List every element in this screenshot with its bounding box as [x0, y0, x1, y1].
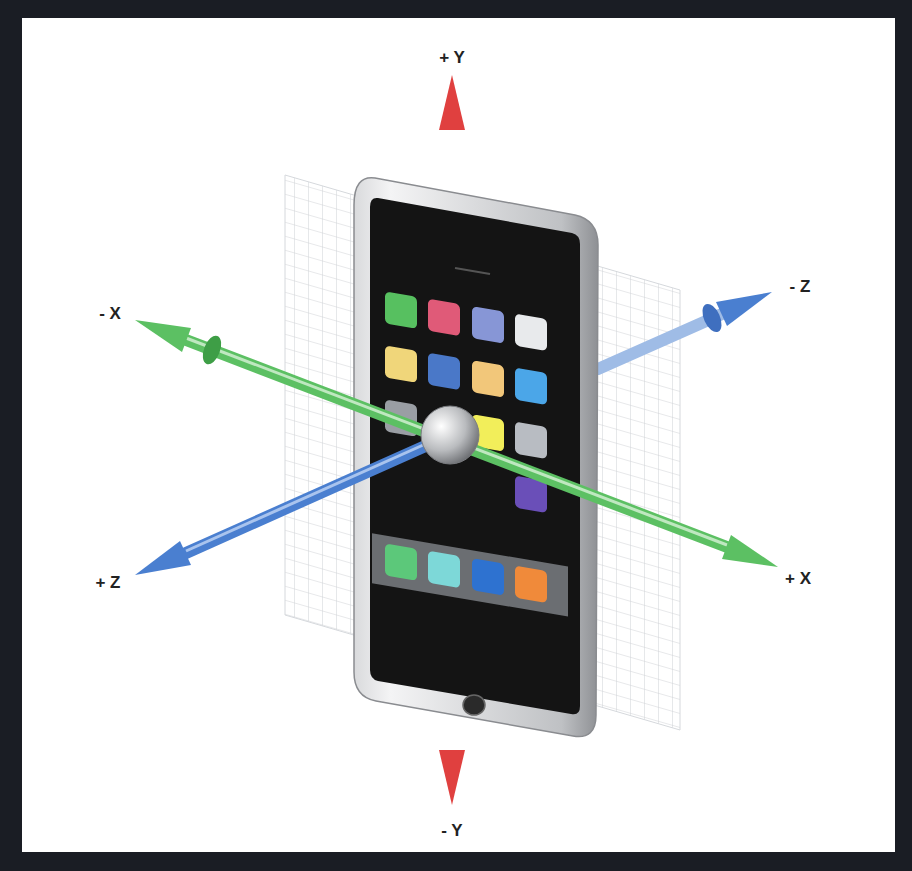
z-axis-head: [135, 541, 191, 575]
y-axis-head: [439, 75, 465, 130]
speaker-slit: [455, 268, 490, 274]
z-axis-shaft: [186, 435, 450, 553]
z-axis-head: [716, 292, 772, 326]
axis-label: + Y: [439, 49, 465, 66]
axis-label: + Z: [95, 574, 120, 591]
origin-sphere: [421, 406, 479, 464]
x-axis-collar: [199, 333, 225, 367]
z-axis-shaft: [598, 314, 722, 369]
y-axis-head: [439, 750, 465, 805]
x-axis-head: [722, 535, 778, 567]
axis-label: - Y: [441, 822, 462, 839]
axis-label: + X: [785, 570, 811, 587]
axis-label: - X: [99, 305, 121, 322]
x-axis-head: [135, 320, 191, 352]
axis-label: - Z: [790, 278, 811, 295]
panel-ground: [22, 18, 895, 852]
home-button: [463, 695, 485, 715]
z-axis-highlight: [186, 433, 450, 551]
